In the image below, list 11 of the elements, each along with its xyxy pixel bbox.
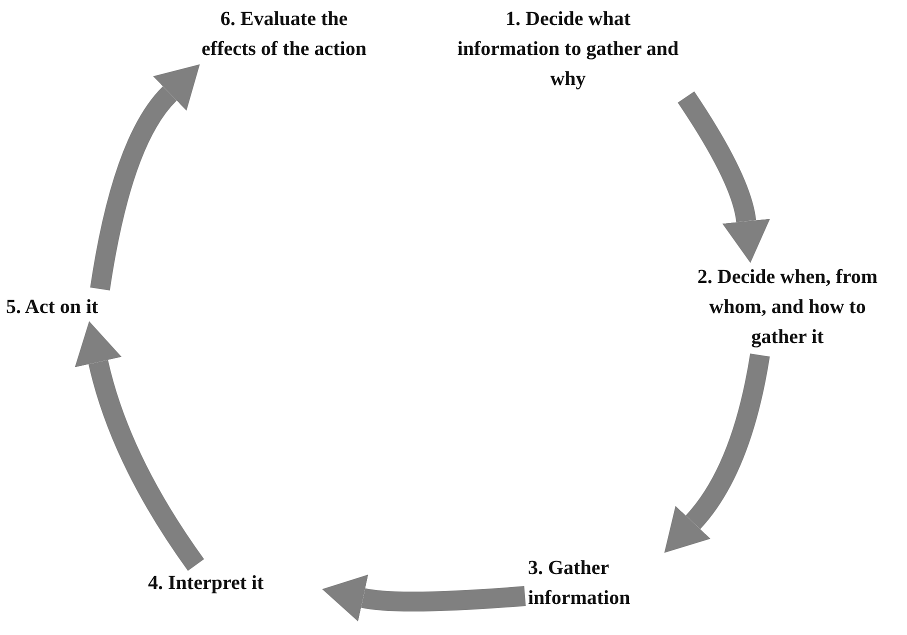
cycle-arrow <box>322 574 526 622</box>
step-label: 3. Gather information <box>528 556 632 611</box>
cycle-arrow <box>678 91 770 263</box>
step-label: 6. Evaluate the effects of the action <box>200 7 368 62</box>
cycle-arrow <box>665 353 770 554</box>
step-label: 2. Decide when, from whom, and how to gather it <box>696 265 879 350</box>
cycle-arrow <box>90 62 198 291</box>
step-label: 1. Decide what information to gather and why <box>456 7 680 92</box>
step-label: 4. Interpret it <box>148 571 265 596</box>
step-label: 5. Act on it <box>6 295 100 320</box>
cycle-arrow <box>74 321 204 571</box>
